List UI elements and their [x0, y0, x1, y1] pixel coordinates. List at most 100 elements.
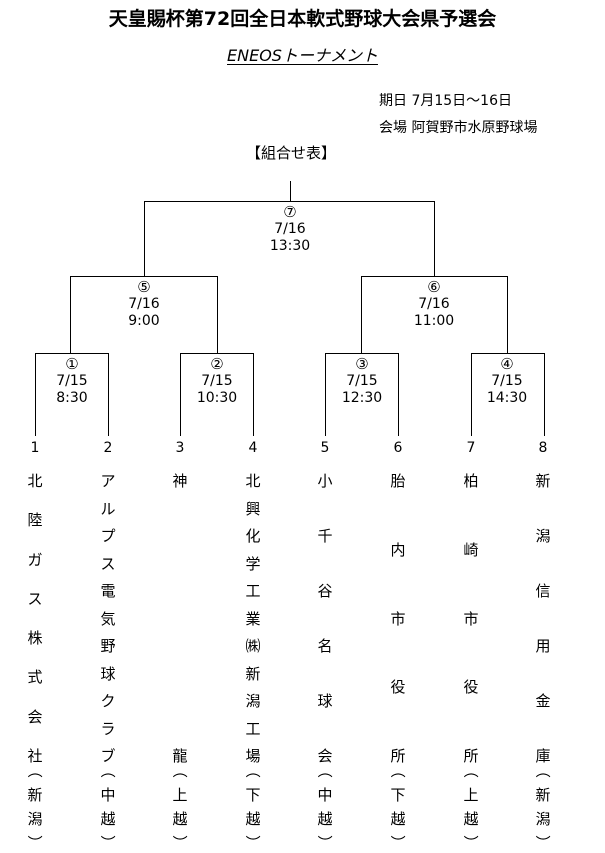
match-4: ④ 7/15 14:30: [462, 356, 552, 407]
team-name-char: 内: [390, 540, 406, 559]
match-time: 12:30: [341, 390, 383, 406]
team-name-char: 気: [100, 609, 116, 628]
team-name-char: 名: [317, 637, 333, 655]
team-name-char: 株: [27, 629, 43, 648]
bracket-line-r1-1: [35, 353, 109, 436]
team-name-char: 新: [535, 472, 551, 490]
team-number: 1: [30, 440, 40, 456]
match-number: ⑦: [283, 203, 297, 221]
match-number: ②: [210, 355, 224, 373]
schedule-period: 期日 7月15日〜16日: [379, 93, 512, 109]
team-region-char: 中: [100, 786, 116, 804]
team-name-char: 北: [245, 472, 261, 490]
team-name-char: 陸: [27, 511, 43, 530]
team-name-char: 崎: [463, 540, 479, 559]
team-name-char: 学: [245, 554, 261, 573]
team-name-char: 所: [463, 747, 479, 765]
match-6: ⑥ 7/16 11:00: [389, 279, 479, 330]
match-3: ③ 7/15 12:30: [317, 356, 407, 407]
team-number: 7: [466, 440, 476, 456]
team-region-char: 越: [245, 810, 261, 828]
team-name-char: 興: [245, 499, 261, 518]
match-1: ① 7/15 8:30: [27, 356, 117, 407]
match-number: ⑤: [137, 278, 151, 296]
team-name-char: 胎: [390, 472, 406, 490]
region-paren: （: [170, 762, 189, 778]
match-5: ⑤ 7/16 9:00: [99, 279, 189, 330]
match-7: ⑦ 7/16 13:30: [245, 204, 335, 255]
team-number: 8: [538, 440, 548, 456]
team-name-char: 球: [317, 692, 333, 710]
team-region-char: 上: [172, 786, 188, 804]
match-2: ② 7/15 10:30: [172, 356, 262, 407]
bracket-line-r1-4: [471, 353, 545, 436]
team-name-char: 市: [390, 609, 406, 628]
region-paren: （: [25, 762, 44, 778]
bracket-line-final: [144, 181, 435, 276]
team-name-char: 工: [245, 582, 261, 600]
match-time: 9:00: [128, 313, 160, 329]
team-region-char: 越: [463, 810, 479, 828]
team-name-char: 社: [27, 747, 43, 765]
team-region-char: 新: [27, 786, 43, 804]
team-number: 5: [320, 440, 330, 456]
match-time: 10:30: [196, 390, 238, 406]
region-paren: （: [461, 762, 480, 778]
team-number: 2: [103, 440, 113, 456]
team-region-char: 越: [390, 810, 406, 828]
region-paren: （: [315, 762, 334, 778]
team-name-char: 化: [245, 527, 261, 545]
region-paren: （: [533, 762, 552, 778]
team-name-char: 会: [27, 707, 43, 726]
team-name-char: ス: [100, 554, 116, 573]
venue: 会場 阿賀野市水原野球場: [379, 120, 538, 136]
team-number: 6: [393, 440, 403, 456]
match-number: ⑥: [427, 278, 441, 296]
region-paren: ）: [388, 834, 407, 850]
team-name-char: 式: [27, 668, 43, 687]
team-name-char: ス: [27, 589, 43, 608]
team-region-char: 中: [317, 786, 333, 804]
team-name-char: 信: [535, 582, 551, 600]
region-paren: （: [98, 762, 117, 778]
team-name-char: 小: [317, 472, 333, 490]
match-number: ④: [500, 355, 514, 373]
region-paren: ）: [533, 834, 552, 850]
team-name-char: 役: [463, 678, 479, 697]
team-region-char: 越: [172, 810, 188, 828]
match-date: 7/16: [128, 296, 160, 312]
region-paren: ）: [315, 834, 334, 850]
match-date: 7/16: [274, 221, 306, 237]
region-paren: ）: [243, 834, 262, 850]
match-date: 7/15: [491, 373, 523, 389]
team-name-char: 業: [245, 609, 261, 628]
team-region-char: 潟: [27, 810, 43, 828]
team-name-char: 新: [245, 664, 261, 683]
team-name-char: ㈱: [245, 637, 261, 655]
team-number: 4: [248, 440, 258, 456]
team-name-char: ア: [100, 472, 116, 490]
team-name-char: 金: [535, 692, 551, 710]
match-date: 7/15: [346, 373, 378, 389]
team-name-char: プ: [100, 527, 116, 545]
team-name-char: ガ: [27, 550, 43, 569]
team-name-char: ブ: [100, 747, 116, 765]
region-paren: （: [243, 762, 262, 778]
match-date: 7/16: [418, 296, 450, 312]
match-number: ③: [355, 355, 369, 373]
team-name-char: 神: [172, 472, 188, 490]
team-name-char: ラ: [100, 719, 116, 738]
region-paren: ）: [170, 834, 189, 850]
tournament-name: ENEOSトーナメント: [227, 46, 378, 65]
bracket-line-semi-left: [70, 276, 218, 353]
match-number: ①: [65, 355, 79, 373]
match-time: 13:30: [269, 238, 311, 254]
team-name-char: 電: [100, 582, 116, 600]
team-name-char: 北: [27, 472, 43, 490]
team-region-char: 下: [390, 786, 406, 804]
bracket-line-r1-3: [325, 353, 399, 436]
team-name-char: 役: [390, 678, 406, 697]
team-name-char: 千: [317, 527, 333, 545]
region-paren: ）: [98, 834, 117, 850]
